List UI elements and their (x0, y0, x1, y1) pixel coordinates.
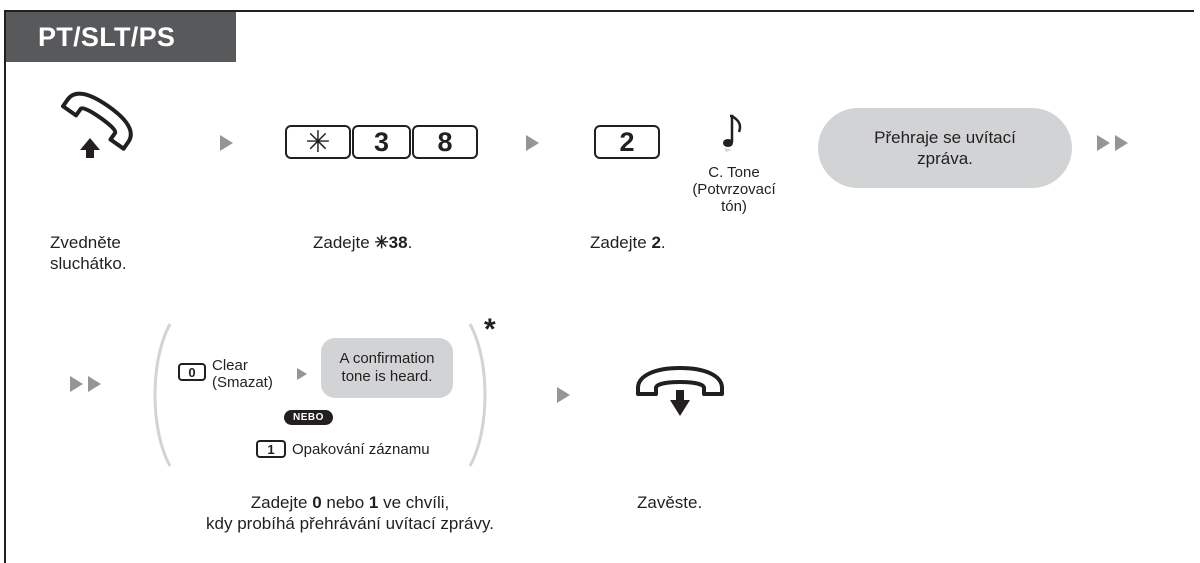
asterisk-note: * (484, 313, 496, 346)
step3-code: 2 (651, 233, 661, 252)
welcome-message-bubble: Přehraje se uvítací zpráva. (818, 108, 1072, 188)
arrow-icon (220, 135, 233, 151)
step5-caption: Zadejte 0 nebo 1 ve chvíli, kdy probíhá … (150, 492, 550, 534)
arrow-icon (526, 135, 539, 151)
key-2: 2 (594, 125, 660, 159)
page-title: PT/SLT/PS (38, 22, 176, 52)
on-hook-handset-icon (636, 366, 724, 416)
arrow-icon-row2 (557, 387, 570, 403)
double-arrow-icon (1097, 135, 1110, 151)
key-1: 1 (256, 440, 286, 458)
confirmation-bubble: A confirmation tone is heard. (321, 338, 453, 398)
arrow-icon-small (297, 368, 307, 380)
step2-caption: Zadejte ✳38. (313, 233, 413, 252)
step5-caption-line2: kdy probíhá přehrávání uvítací zprávy. (206, 514, 494, 533)
key-3: 3 (352, 125, 411, 159)
double-arrow-icon-row2 (70, 376, 83, 392)
option-group-brackets (153, 323, 487, 467)
frame-top-border (4, 10, 1194, 12)
step5-caption-line1: Zadejte 0 nebo 1 ve chvíli, (250, 493, 450, 512)
step1-caption: Zvedněte sluchátko. (50, 232, 127, 274)
option0-label: Clear (Smazat) (212, 357, 273, 391)
title-tab (6, 12, 236, 62)
step2-code: ✳38 (374, 233, 408, 252)
option1-label: Opakování záznamu (292, 441, 430, 458)
tone-label: C. Tone (Potvrzovací tón) (692, 164, 776, 215)
step3-caption: Zadejte 2. (590, 233, 666, 252)
or-badge: NEBO (284, 410, 333, 425)
off-hook-handset-icon (60, 91, 133, 158)
step6-caption: Zavěste. (637, 493, 703, 512)
key-8: 8 (412, 125, 478, 159)
step1-caption-line2: sluchátko. (50, 254, 127, 273)
double-arrow-icon-2 (1115, 135, 1128, 151)
key-0: 0 (178, 363, 206, 381)
step1-caption-line1: Zvedněte (50, 233, 121, 252)
frame-left-border (4, 10, 6, 563)
key-star: ✳ (285, 125, 351, 159)
double-arrow-icon-row2-2 (88, 376, 101, 392)
music-note-icon (723, 114, 742, 152)
